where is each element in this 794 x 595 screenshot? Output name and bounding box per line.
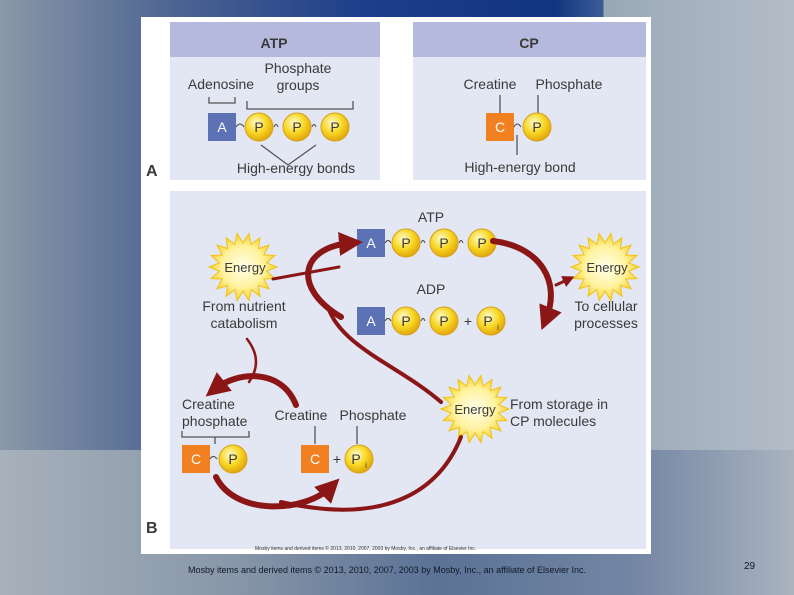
arrow-cp-split: [213, 474, 340, 510]
to-cellular-label-1: To cellular: [574, 298, 637, 314]
adp-p2-letter: P: [439, 313, 448, 329]
atp-p3-letter: P: [477, 235, 486, 251]
creatine-letter: C: [495, 119, 505, 135]
creatine-phosphate-label-1: Creatine: [182, 396, 235, 412]
arrow-atp-to-adp: [490, 238, 562, 331]
atp-adenosine-letter: A: [366, 235, 376, 251]
free-pi-circle: [344, 444, 374, 474]
phosphate-circle-2: [282, 112, 312, 142]
phosphate-label: Phosphate: [536, 76, 603, 92]
adenosine-box: [208, 113, 236, 141]
free-pi-subscript: i: [365, 461, 367, 470]
panel-a-label: A: [146, 163, 158, 180]
energy-left-label: Energy: [224, 260, 266, 275]
atp-p1-letter: P: [401, 235, 410, 251]
atp-title: ATP: [261, 35, 288, 51]
from-nutrient-label-2: catabolism: [211, 315, 278, 331]
creatine-box: [486, 113, 514, 141]
high-energy-bonds-label: High-energy bonds: [237, 160, 355, 176]
from-storage-label-1: From storage in: [510, 396, 608, 412]
arrow-nutrient-link: [245, 337, 258, 384]
energy-right-label: Energy: [586, 260, 628, 275]
energy-burst-left: [207, 232, 279, 302]
free-creatine-box: [301, 445, 329, 473]
figure-credit: Mosby items and derived items © 2013, 20…: [255, 545, 476, 552]
arrow-energy-in: [271, 265, 341, 281]
atp-p2-letter: P: [439, 235, 448, 251]
energy-burst-storage: [439, 374, 511, 444]
atp-p2: [429, 228, 459, 258]
atp-p1: [391, 228, 421, 258]
figure-panel: ATP CP A Adenosine Phosphate groups A P …: [141, 17, 651, 554]
cp-title: CP: [519, 35, 538, 51]
from-nutrient-label-1: From nutrient: [202, 298, 285, 314]
atp-bonds: [384, 240, 464, 244]
creatine-free-label: Creatine: [275, 407, 328, 423]
reaction-arrows: [205, 232, 575, 512]
adp-adenosine-letter: A: [366, 313, 376, 329]
adp-label: ADP: [417, 281, 446, 297]
stored-phosphate-letter: P: [228, 451, 237, 467]
panel-b-label: B: [146, 520, 158, 537]
adp-p1-letter: P: [401, 313, 410, 329]
adp-adenosine-box: [357, 307, 385, 335]
arrow-storage-to-atp: [326, 305, 443, 404]
to-cellular-label-2: processes: [574, 315, 638, 331]
high-energy-bond-label: High-energy bond: [464, 159, 575, 175]
cp-phosphate-circle: [522, 112, 552, 142]
phosphate-letter-3: P: [330, 119, 339, 135]
slide-number: 29: [744, 561, 756, 572]
adp-plus: +: [464, 313, 472, 329]
phosphate-letter-2: P: [292, 119, 301, 135]
adp-pi-letter: P: [483, 313, 492, 329]
cp-phosphate-letter: P: [532, 119, 541, 135]
footer-copyright: Mosby items and derived items © 2013, 20…: [188, 565, 587, 575]
stored-phosphate-circle: [218, 444, 248, 474]
bond-pointer-lines: [260, 144, 317, 166]
adenosine-letter: A: [217, 119, 227, 135]
cp-bond-squiggle: [513, 123, 522, 128]
creatine-label: Creatine: [464, 76, 517, 92]
stored-cp-bond: [209, 456, 218, 460]
phosphate-groups-label-1: Phosphate: [265, 60, 332, 76]
arrow-to-cp: [205, 372, 299, 408]
adp-p2: [429, 306, 459, 336]
stored-creatine-letter: C: [191, 451, 201, 467]
bracket-lines: [208, 97, 354, 110]
bond-marks: [273, 124, 317, 128]
atp-label: ATP: [418, 209, 444, 225]
energy-diagram: ATP CP A Adenosine Phosphate groups A P …: [146, 22, 646, 552]
adp-p1: [391, 306, 421, 336]
free-creatine-letter: C: [310, 451, 320, 467]
adp-pi-subscript: i: [497, 323, 499, 332]
adp-bonds: [384, 318, 426, 322]
phosphate-circle-1: [244, 112, 274, 142]
stored-creatine-box: [182, 445, 210, 473]
energy-burst-right: [569, 232, 641, 302]
atp-header: [170, 22, 380, 57]
adenosine-label: Adenosine: [188, 76, 254, 92]
phosphate-groups-label-2: groups: [277, 77, 320, 93]
phosphate-circle-3: [320, 112, 350, 142]
energy-storage-label: Energy: [454, 402, 496, 417]
free-pi-letter: P: [351, 451, 360, 467]
cp-header: [413, 22, 646, 57]
phosphate-letter-1: P: [254, 119, 263, 135]
adp-pi-circle: [476, 306, 506, 336]
phosphate-free-label: Phosphate: [340, 407, 407, 423]
from-storage-label-2: CP molecules: [510, 413, 596, 429]
free-plus: +: [333, 451, 341, 467]
arrow-storage-loop: [279, 435, 463, 512]
bond-squiggle: [235, 123, 245, 128]
arrow-energy-out: [554, 276, 575, 287]
creatine-phosphate-label-2: phosphate: [182, 413, 248, 429]
